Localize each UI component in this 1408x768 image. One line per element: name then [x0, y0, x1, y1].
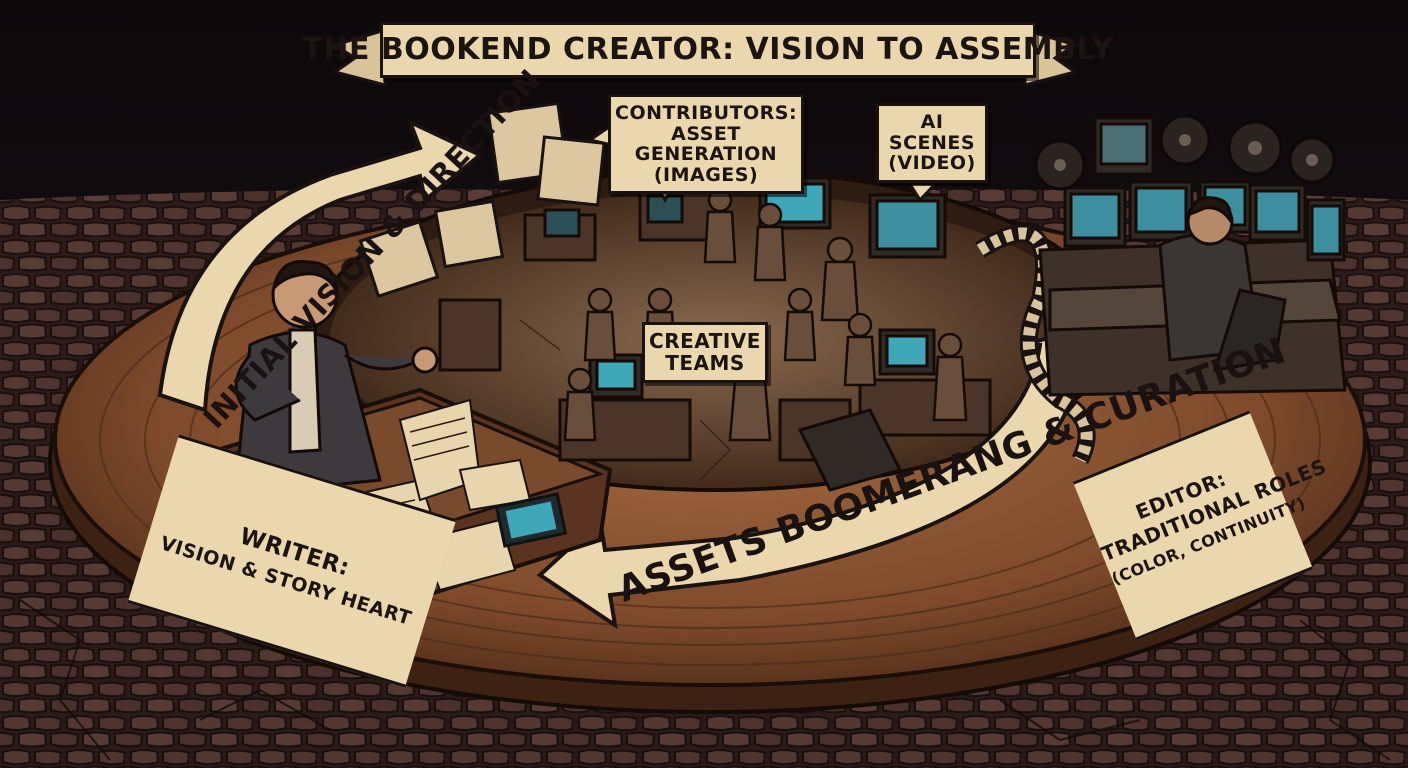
contributors-label: CONTRIBUTORS: ASSET GENERATION (IMAGES)	[608, 94, 804, 195]
creative-teams-label-text: CREATIVE TEAMS	[649, 329, 761, 375]
contributors-label-text: CONTRIBUTORS: ASSET GENERATION (IMAGES)	[615, 102, 798, 186]
ai-scenes-label: AI SCENES (VIDEO)	[876, 103, 988, 183]
diagram-title: THE BOOKEND CREATOR: VISION TO ASSEMBLY	[302, 22, 1113, 78]
creative-teams-label: CREATIVE TEAMS	[642, 322, 768, 384]
ai-scenes-label-text: AI SCENES (VIDEO)	[888, 111, 976, 175]
